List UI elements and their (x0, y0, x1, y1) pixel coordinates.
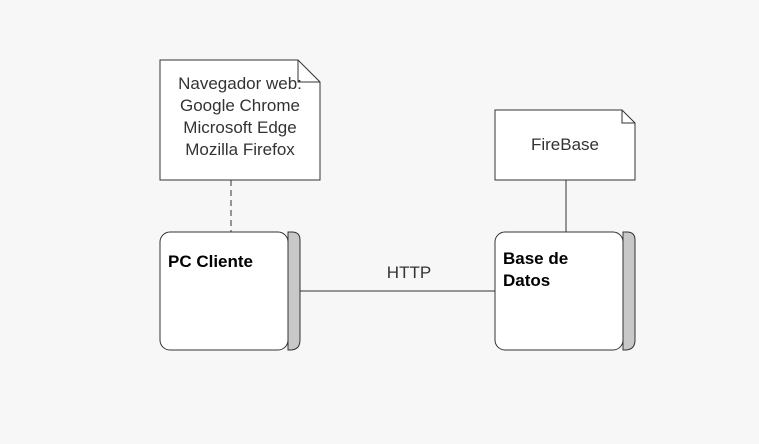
browser-note-shape (159, 59, 321, 181)
firebase-note: FireBase (494, 109, 636, 181)
base-de-datos-node-side (622, 231, 636, 351)
firebase-note-fold (621, 110, 635, 124)
browser-note-line: Mozilla Firefox (185, 140, 295, 159)
base-de-datos-node-label: Datos (503, 271, 550, 290)
browser-note-fold (297, 60, 320, 83)
firebase-note-line: FireBase (531, 135, 599, 154)
pc-cliente-node-side (287, 231, 301, 351)
base-de-datos-node: Base de Datos (494, 231, 636, 351)
browser-note-line: Google Chrome (180, 96, 300, 115)
pc-cliente-node: PC Cliente (159, 231, 301, 351)
browser-note-line: Navegador web: (178, 74, 302, 93)
http-connection-label: HTTP (387, 263, 431, 282)
pc-cliente-node-label: PC Cliente (168, 252, 253, 271)
browser-note: Navegador web: Google Chrome Microsoft E… (159, 59, 321, 181)
base-de-datos-node-label: Base de (503, 249, 568, 268)
browser-note-line: Microsoft Edge (183, 118, 296, 137)
base-de-datos-node-face (494, 231, 624, 351)
firebase-note-shape (494, 109, 636, 181)
pc-cliente-node-face (159, 231, 289, 351)
